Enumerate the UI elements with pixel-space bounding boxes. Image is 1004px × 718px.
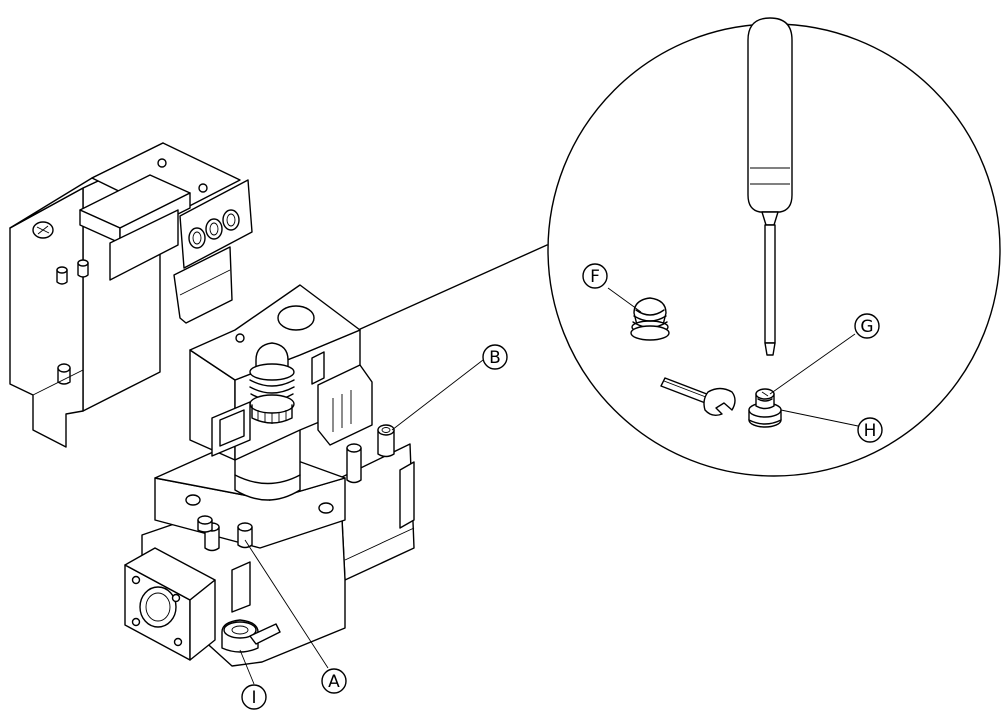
leader-g <box>769 333 856 395</box>
callout-g: G <box>854 313 880 339</box>
svg-text:F: F <box>590 267 600 287</box>
ignition-module <box>9 142 253 448</box>
svg-text:B: B <box>489 348 501 368</box>
callout-b: B <box>482 344 508 370</box>
svg-text:A: A <box>328 672 340 692</box>
leader-i <box>239 649 255 685</box>
leader-b <box>391 359 484 431</box>
gas-valve-body <box>124 284 415 667</box>
adjustment-nut-part <box>748 388 782 428</box>
callout-i: I <box>241 684 267 710</box>
leader-f <box>607 287 642 313</box>
callout-a: A <box>321 668 347 694</box>
svg-text:G: G <box>860 317 873 337</box>
callout-leaders <box>239 287 859 685</box>
spring-cap-part <box>630 297 670 341</box>
svg-text:I: I <box>251 688 256 708</box>
leader-h <box>780 409 859 427</box>
callout-f: F <box>582 263 608 289</box>
leader-a <box>244 539 329 669</box>
screwdriver-icon <box>747 17 793 356</box>
callout-h: H <box>857 417 883 443</box>
svg-text:H: H <box>864 421 877 441</box>
wrench-icon <box>660 377 736 417</box>
